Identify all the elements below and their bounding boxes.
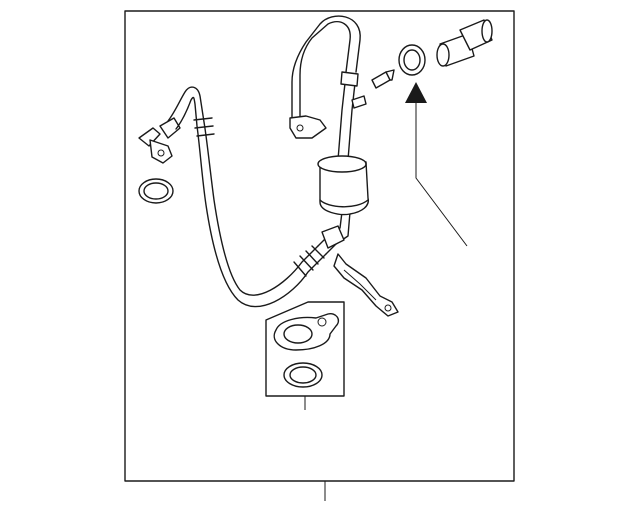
valve-core bbox=[371, 69, 395, 89]
receiver-drier bbox=[317, 155, 369, 216]
frame bbox=[124, 10, 515, 482]
callout-arrow bbox=[405, 82, 468, 247]
o-ring bbox=[138, 178, 174, 204]
mounting-bracket bbox=[333, 253, 399, 317]
liquid-line bbox=[289, 15, 367, 255]
service-cap bbox=[436, 19, 493, 67]
gasket-plate bbox=[265, 301, 345, 410]
suction-hose bbox=[167, 86, 327, 308]
hose-end-fitting bbox=[138, 117, 181, 164]
o-ring-seal bbox=[398, 44, 426, 76]
